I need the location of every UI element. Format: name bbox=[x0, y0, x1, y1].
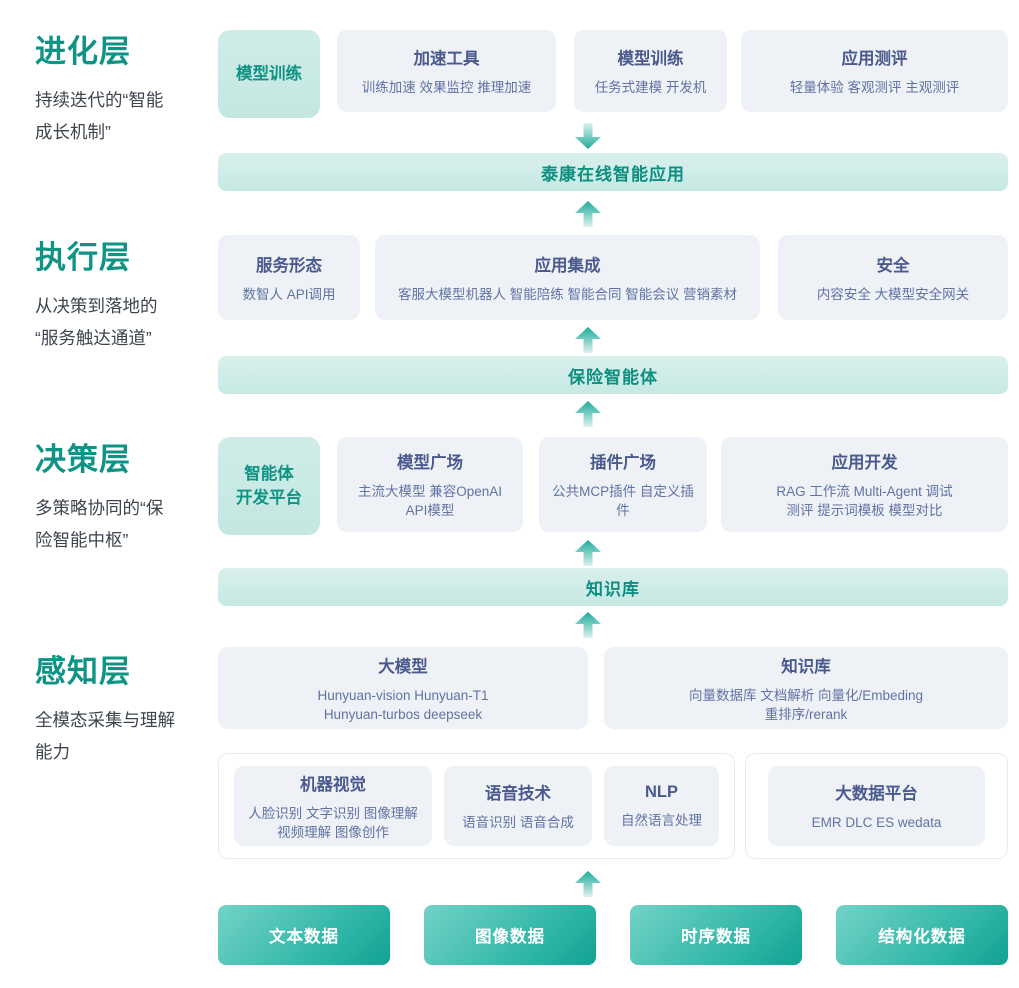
box-items: 内容安全 大模型安全网关 bbox=[816, 286, 970, 302]
box-acceleration-tools: 加速工具 训练加速 效果监控 推理加速 bbox=[337, 30, 556, 112]
section-title: 感知层 bbox=[35, 654, 131, 689]
arrow-up-icon bbox=[575, 401, 601, 427]
box-items: 语音识别 语音合成 bbox=[462, 815, 574, 830]
box-title: 机器视觉 bbox=[300, 775, 366, 794]
arrow-up-icon bbox=[575, 540, 601, 566]
box-title: 应用集成 bbox=[534, 256, 601, 275]
bar-taikang-online-ai-apps: 泰康在线智能应用 bbox=[218, 153, 1008, 191]
bar-insurance-agent: 保险智能体 bbox=[218, 356, 1008, 394]
section-title: 进化层 bbox=[35, 34, 131, 69]
section-label-perception: 感知层 全模态采集与理解能力 bbox=[35, 646, 217, 768]
box-title: 加速工具 bbox=[413, 50, 480, 68]
section-desc: 多策略协同的“保险智能中枢” bbox=[35, 498, 164, 550]
box-items: 训练加速 效果监控 推理加速 bbox=[361, 80, 532, 95]
row-data-sources: 文本数据 图像数据 时序数据 结构化数据 bbox=[218, 905, 1008, 965]
row-perception-bottom: 机器视觉 人脸识别 文字识别 图像理解视频理解 图像创作 语音技术 语音识别 语… bbox=[218, 753, 1008, 859]
bigdata-container: 大数据平台 EMR DLC ES wedata bbox=[745, 753, 1008, 859]
data-bar-structured: 结构化数据 bbox=[836, 905, 1008, 965]
box-title: 模型训练 bbox=[617, 50, 684, 68]
data-bar-label: 结构化数据 bbox=[878, 928, 966, 946]
box-plugin-plaza: 插件广场 公共MCP插件 自定义插件 bbox=[539, 437, 707, 532]
box-model-training-highlight: 模型训练 bbox=[218, 30, 320, 118]
section-title: 决策层 bbox=[35, 442, 131, 477]
arrow-up-icon bbox=[575, 612, 601, 638]
box-title: 应用测评 bbox=[841, 50, 908, 68]
box-title: 应用开发 bbox=[831, 454, 898, 472]
section-desc: 全模态采集与理解能力 bbox=[35, 710, 175, 762]
bar-label: 知识库 bbox=[586, 579, 640, 599]
box-title: 模型广场 bbox=[397, 454, 463, 472]
box-items: 自然语言处理 bbox=[621, 812, 702, 828]
bar-label: 泰康在线智能应用 bbox=[541, 164, 685, 184]
data-bar-label: 图像数据 bbox=[475, 928, 545, 946]
section-label-decision: 决策层 多策略协同的“保险智能中枢” bbox=[35, 434, 217, 556]
box-items: 任务式建模 开发机 bbox=[594, 80, 707, 95]
box-security: 安全 内容安全 大模型安全网关 bbox=[778, 235, 1008, 320]
box-title: 安全 bbox=[876, 256, 910, 275]
box-items: 人脸识别 文字识别 图像理解视频理解 图像创作 bbox=[248, 805, 418, 840]
section-label-execution: 执行层 从决策到落地的“服务触达通道” bbox=[35, 232, 217, 354]
row-execution: 服务形态 数智人 API调用 应用集成 客服大模型机器人 智能陪练 智能合同 智… bbox=[218, 235, 1008, 320]
box-items: 轻量体验 客观测评 主观测评 bbox=[789, 80, 960, 95]
box-agent-dev-platform: 智能体开发平台 bbox=[218, 437, 320, 535]
box-model-training: 模型训练 任务式建模 开发机 bbox=[574, 30, 727, 112]
box-items: 数智人 API调用 bbox=[242, 286, 336, 302]
section-title: 执行层 bbox=[35, 240, 131, 275]
box-items: 客服大模型机器人 智能陪练 智能合同 智能会议 营销素材 bbox=[397, 286, 737, 302]
box-computer-vision: 机器视觉 人脸识别 文字识别 图像理解视频理解 图像创作 bbox=[234, 766, 432, 846]
box-title: 模型训练 bbox=[236, 65, 302, 83]
box-items: RAG 工作流 Multi-Agent 调试测评 提示词模板 模型对比 bbox=[776, 484, 953, 518]
arrow-down-icon bbox=[575, 123, 601, 149]
bar-knowledge-base: 知识库 bbox=[218, 568, 1008, 606]
arrow-up-icon bbox=[575, 327, 601, 353]
box-nlp: NLP 自然语言处理 bbox=[604, 766, 719, 846]
box-title: 插件广场 bbox=[590, 454, 656, 472]
box-bigdata-platform: 大数据平台 EMR DLC ES wedata bbox=[768, 766, 985, 846]
box-items: 公共MCP插件 自定义插件 bbox=[552, 484, 694, 518]
box-service-forms: 服务形态 数智人 API调用 bbox=[218, 235, 360, 320]
data-bar-timeseries: 时序数据 bbox=[630, 905, 802, 965]
arrow-up-icon bbox=[575, 871, 601, 897]
data-bar-text: 文本数据 bbox=[218, 905, 390, 965]
box-app-integration: 应用集成 客服大模型机器人 智能陪练 智能合同 智能会议 营销素材 bbox=[375, 235, 760, 320]
row-evolution: 模型训练 加速工具 训练加速 效果监控 推理加速 模型训练 任务式建模 开发机 … bbox=[218, 30, 1008, 118]
section-desc: 持续迭代的“智能成长机制” bbox=[35, 90, 164, 142]
box-items: EMR DLC ES wedata bbox=[811, 815, 942, 830]
section-label-evolution: 进化层 持续迭代的“智能成长机制” bbox=[35, 26, 217, 148]
section-desc: 从决策到落地的“服务触达通道” bbox=[35, 296, 158, 348]
box-title: NLP bbox=[645, 782, 678, 801]
box-title: 服务形态 bbox=[256, 256, 322, 275]
box-speech-tech: 语音技术 语音识别 语音合成 bbox=[444, 766, 592, 846]
box-title: 语音技术 bbox=[485, 785, 551, 803]
bar-label: 保险智能体 bbox=[568, 367, 658, 387]
data-bar-image: 图像数据 bbox=[424, 905, 596, 965]
arrow-up-icon bbox=[575, 201, 601, 227]
box-app-development: 应用开发 RAG 工作流 Multi-Agent 调试测评 提示词模板 模型对比 bbox=[721, 437, 1008, 532]
ai-capability-container: 机器视觉 人脸识别 文字识别 图像理解视频理解 图像创作 语音技术 语音识别 语… bbox=[218, 753, 735, 859]
box-title: 大数据平台 bbox=[835, 785, 918, 803]
data-bar-label: 文本数据 bbox=[269, 928, 339, 946]
box-title: 知识库 bbox=[781, 657, 831, 676]
box-app-evaluation: 应用测评 轻量体验 客观测评 主观测评 bbox=[741, 30, 1008, 112]
box-title: 大模型 bbox=[378, 657, 428, 676]
data-bar-label: 时序数据 bbox=[681, 928, 751, 946]
box-title: 智能体开发平台 bbox=[236, 465, 302, 507]
